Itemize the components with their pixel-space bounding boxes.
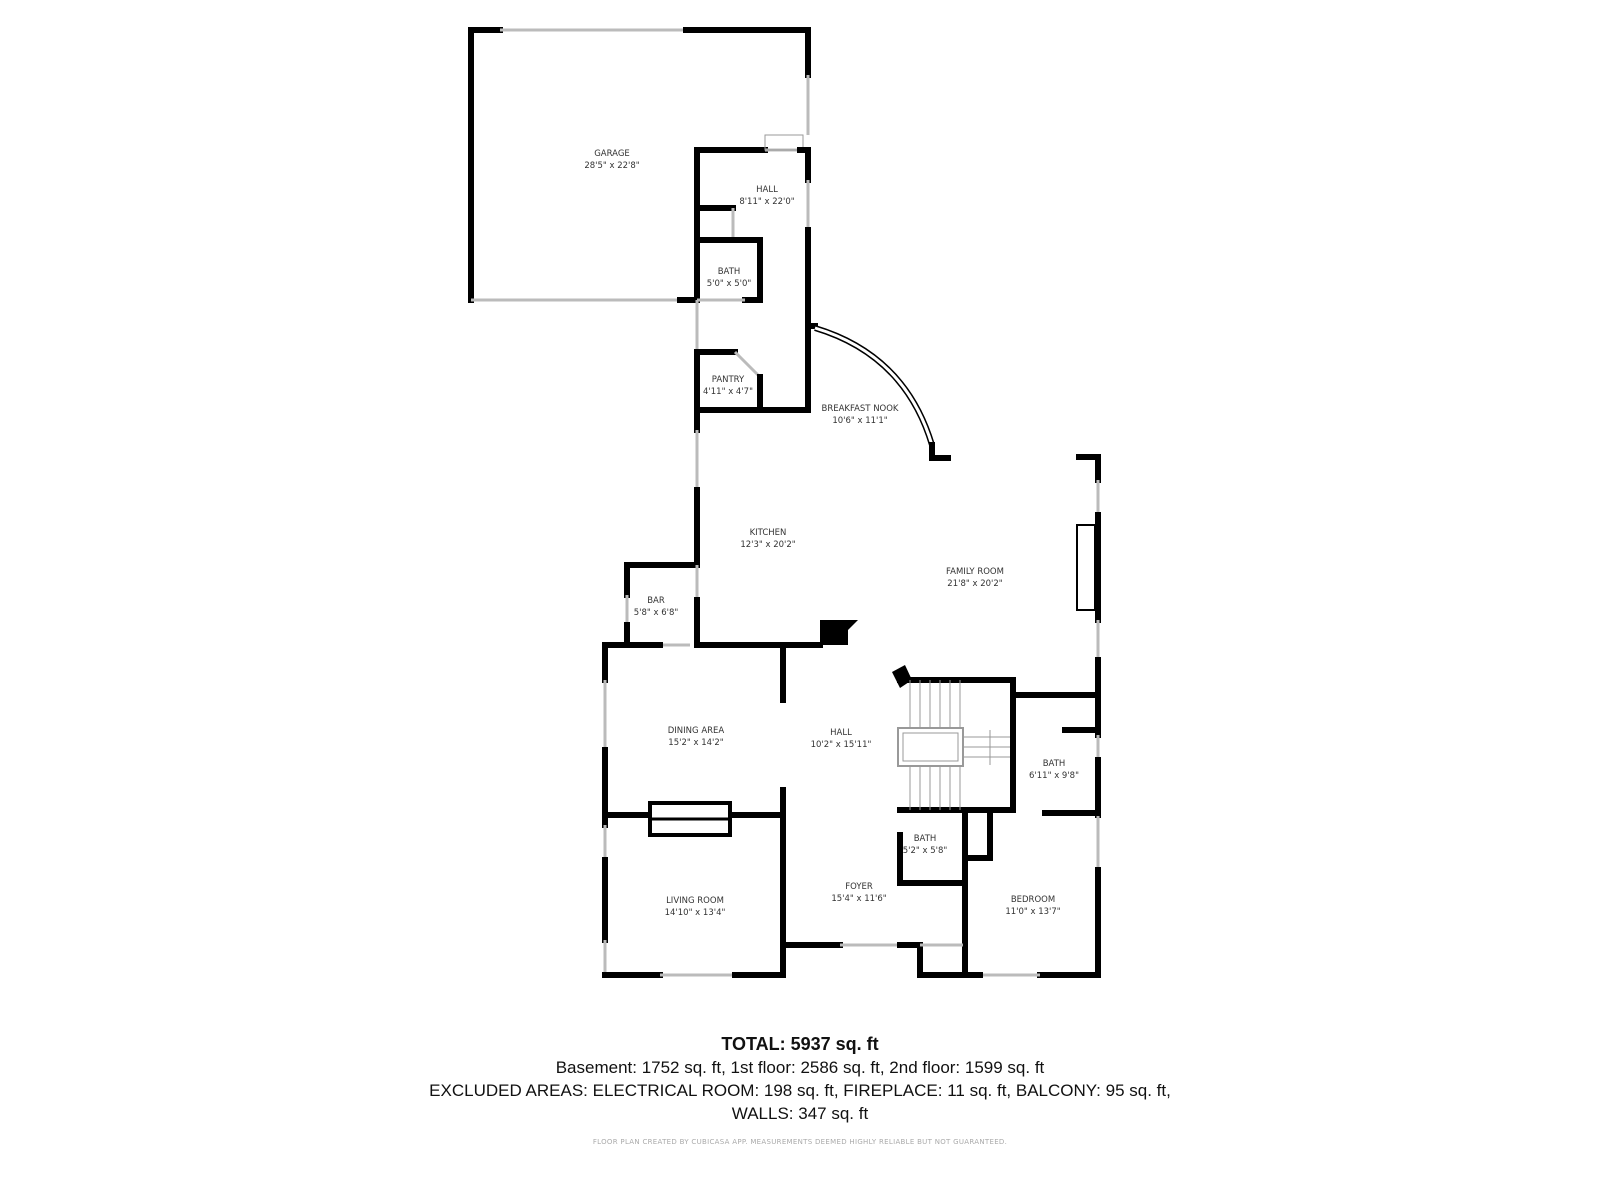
family-room-walls (962, 454, 1101, 978)
stairs (892, 665, 1016, 813)
floor-areas: Basement: 1752 sq. ft, 1st floor: 2586 s… (555, 1058, 1045, 1077)
credit-note: FLOOR PLAN CREATED BY CUBICASA APP. MEAS… (592, 1138, 1008, 1146)
total-area: TOTAL: 5937 sq. ft (721, 1034, 879, 1054)
walls-area: WALLS: 347 sq. ft (731, 1104, 869, 1123)
excluded-areas: EXCLUDED AREAS: ELECTRICAL ROOM: 198 sq.… (429, 1081, 1171, 1100)
garage-walls (468, 27, 811, 303)
bay-window (805, 323, 951, 461)
fireplace-icon (1076, 524, 1096, 611)
hall-bath-pantry-walls (694, 134, 811, 413)
dining-living-walls (602, 642, 968, 978)
bath-bedroom-walls (897, 692, 1101, 886)
fireplace-icon (820, 620, 858, 645)
area-summary: TOTAL: 5937 sq. ft Basement: 1752 sq. ft… (0, 1033, 1600, 1125)
